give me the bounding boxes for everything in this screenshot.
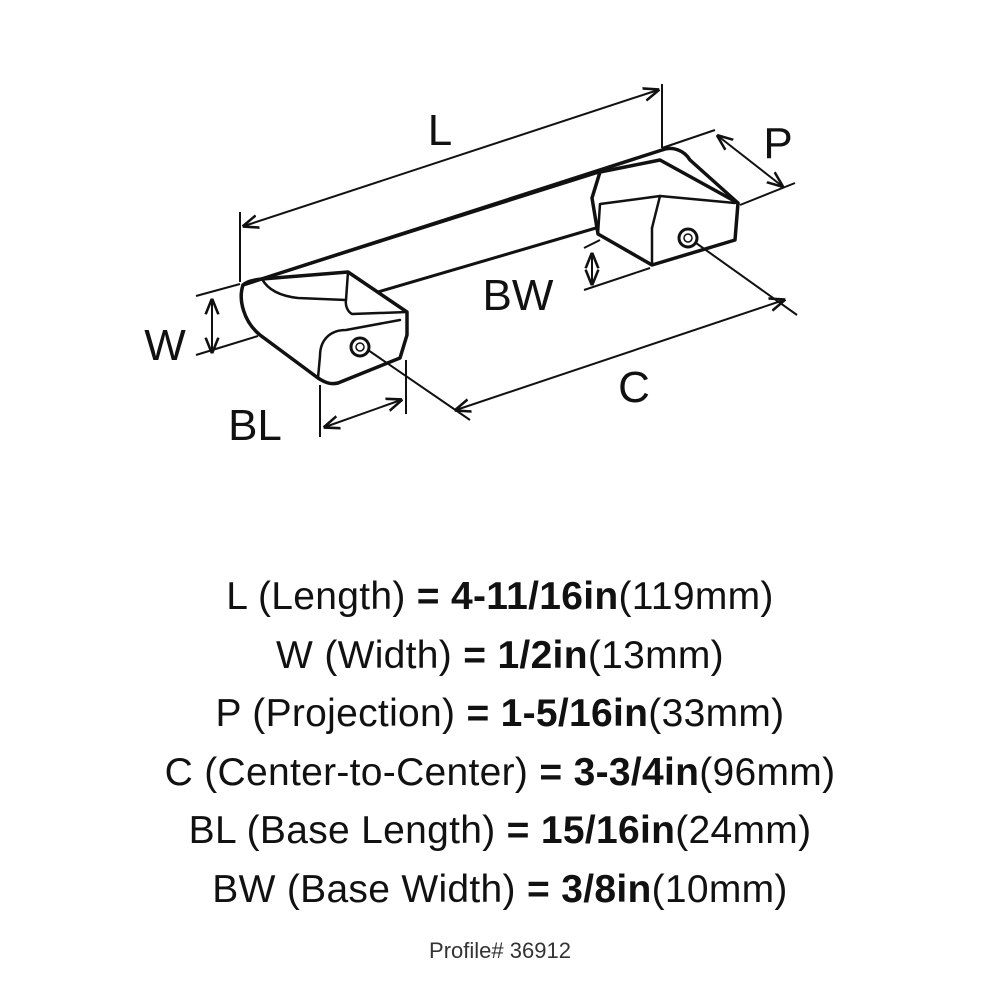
dimension-lines [195,84,798,437]
spec-abbr: W [276,633,314,677]
handle-bar [241,146,740,287]
spec-name: (Base Width) [286,867,516,911]
label-W: W [144,321,186,370]
label-C: C [618,363,650,412]
spec-metric: (13mm) [587,633,724,677]
spec-name: (Center-to-Center) [204,750,529,794]
right-foot [590,158,740,267]
spec-name: (Base Length) [246,809,496,852]
label-BW: BW [483,271,554,320]
label-BL: BL [228,401,282,450]
spec-eq: = [466,692,490,735]
spec-metric: (24mm) [675,809,812,852]
spec-projection: P (Projection) = 1-5/16in(33mm) [0,685,1000,744]
spec-abbr: L [226,575,247,618]
spec-value: 1-5/16in [500,692,649,735]
handle-drawing [239,146,740,386]
spec-length: L (Length) = 4-11/16in(119mm) [0,568,1000,627]
spec-eq: = [539,750,563,794]
label-L: L [428,106,452,155]
dimension-specs: L (Length) = 4-11/16in(119mm) W (Width) … [0,568,1000,919]
spec-center-to-center: C (Center-to-Center) = 3-3/4in(96mm) [0,744,1000,803]
spec-metric: (10mm) [651,867,788,911]
spec-eq: = [416,575,440,618]
spec-abbr: BL [188,809,236,852]
spec-abbr: C [164,750,194,794]
spec-metric: (96mm) [699,750,836,794]
spec-base-length: BL (Base Length) = 15/16in(24mm) [0,802,1000,861]
spec-name: (Width) [324,633,453,677]
spec-name: (Projection) [252,692,456,735]
label-P: P [763,119,792,168]
screw-hole-left [349,336,371,358]
spec-abbr: BW [212,867,276,911]
screw-hole-right [677,227,699,249]
spec-eq: = [526,867,551,911]
profile-number: Profile# 36912 [429,938,571,963]
left-foot [239,270,409,386]
spec-metric: (33mm) [648,692,785,735]
spec-name: (Length) [257,575,406,618]
spec-eq: = [463,633,487,677]
spec-base-width: BW (Base Width) = 3/8in(10mm) [0,861,1000,920]
spec-metric: (119mm) [618,575,774,618]
pull-handle-diagram: L P W BW BL C [144,84,798,450]
spec-value: 4-11/16in [451,575,619,618]
spec-value: 3/8in [561,867,652,911]
spec-eq: = [506,809,530,852]
spec-value: 3-3/4in [573,750,700,794]
spec-width: W (Width) = 1/2in(13mm) [0,627,1000,686]
spec-value: 15/16in [540,809,676,852]
spec-abbr: P [215,692,242,735]
spec-value: 1/2in [497,633,588,677]
